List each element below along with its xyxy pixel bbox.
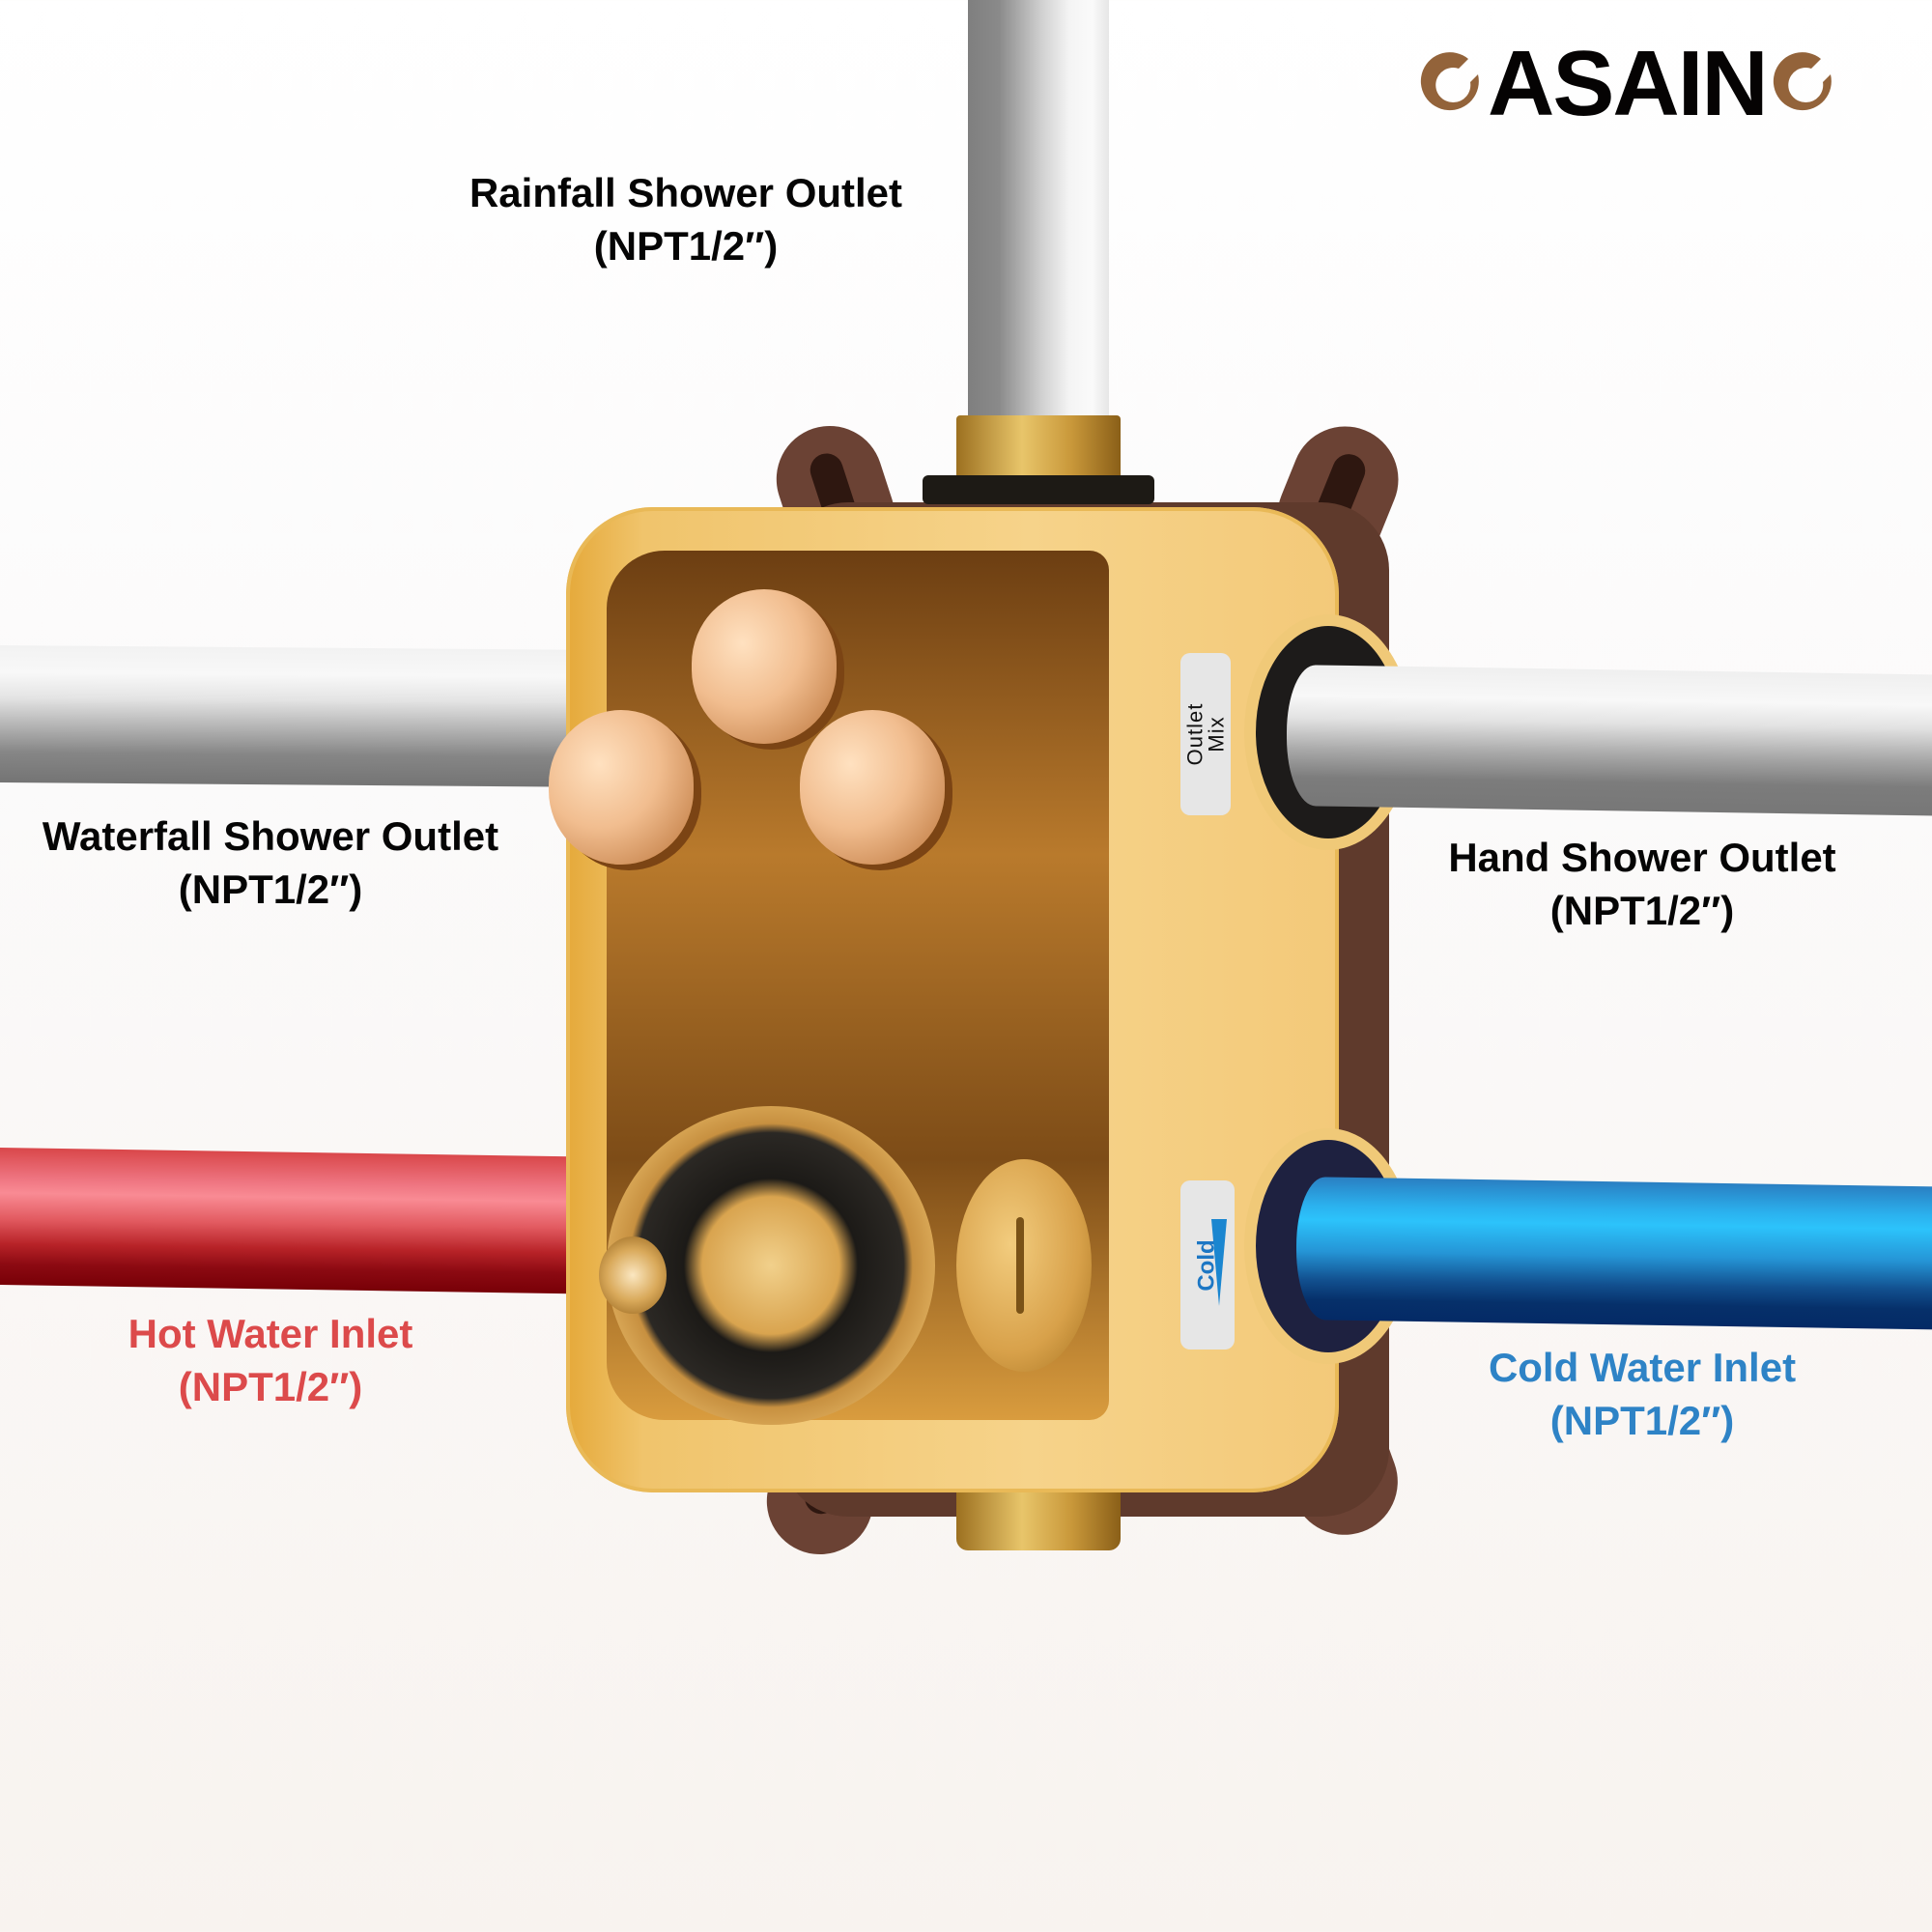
hot-inlet-label: Hot Water Inlet (NPT1/2″) — [97, 1307, 444, 1413]
ring-c-icon — [1420, 52, 1479, 111]
hot-water-inlet-pipe — [0, 1148, 570, 1294]
cold-inlet-spec: (NPT1/2″) — [1549, 1398, 1735, 1443]
hot-inlet-spec: (NPT1/2″) — [178, 1364, 363, 1409]
cold-sticker: Cold — [1180, 1180, 1235, 1350]
cold-inlet-label: Cold Water Inlet (NPT1/2″) — [1449, 1341, 1835, 1447]
cold-water-inlet-pipe — [1296, 1177, 1932, 1330]
hand-outlet-label: Hand Shower Outlet (NPT1/2″) — [1410, 831, 1874, 937]
brand-logo: ASAIN — [1416, 32, 1838, 135]
slotted-plug — [956, 1159, 1092, 1372]
sticker-outlet-text: Outlet — [1182, 702, 1208, 766]
diverter-cap-left — [549, 710, 694, 865]
sticker-mix-text: Mix — [1204, 716, 1229, 753]
top-outlet-seal — [923, 475, 1154, 504]
diverter-cap-top — [692, 589, 837, 744]
rainfall-outlet-pipe — [968, 0, 1109, 444]
cartridge-spline-stem — [599, 1236, 667, 1314]
ring-o-icon — [1773, 52, 1832, 111]
waterfall-outlet-title: Waterfall Shower Outlet — [42, 813, 499, 859]
waterfall-outlet-pipe — [0, 645, 570, 787]
hot-inlet-title: Hot Water Inlet — [128, 1311, 413, 1356]
arrow-down-icon — [1211, 1219, 1227, 1306]
rainfall-outlet-spec: (NPT1/2″) — [593, 223, 779, 269]
cold-inlet-title: Cold Water Inlet — [1488, 1345, 1797, 1390]
outlet-mix-sticker: Outlet Mix — [1180, 653, 1231, 815]
hand-shower-outlet-pipe — [1287, 665, 1932, 816]
sticker-cold-text: Cold — [1193, 1238, 1220, 1292]
waterfall-outlet-label: Waterfall Shower Outlet (NPT1/2″) — [0, 810, 541, 916]
rainfall-outlet-title: Rainfall Shower Outlet — [469, 170, 903, 215]
hand-outlet-spec: (NPT1/2″) — [1549, 888, 1735, 933]
waterfall-outlet-spec: (NPT1/2″) — [178, 867, 363, 912]
brand-wordmark: ASAIN — [1488, 32, 1769, 135]
hand-outlet-title: Hand Shower Outlet — [1448, 835, 1836, 880]
diverter-cap-right — [800, 710, 945, 865]
rainfall-outlet-label: Rainfall Shower Outlet (NPT1/2″) — [425, 166, 947, 272]
